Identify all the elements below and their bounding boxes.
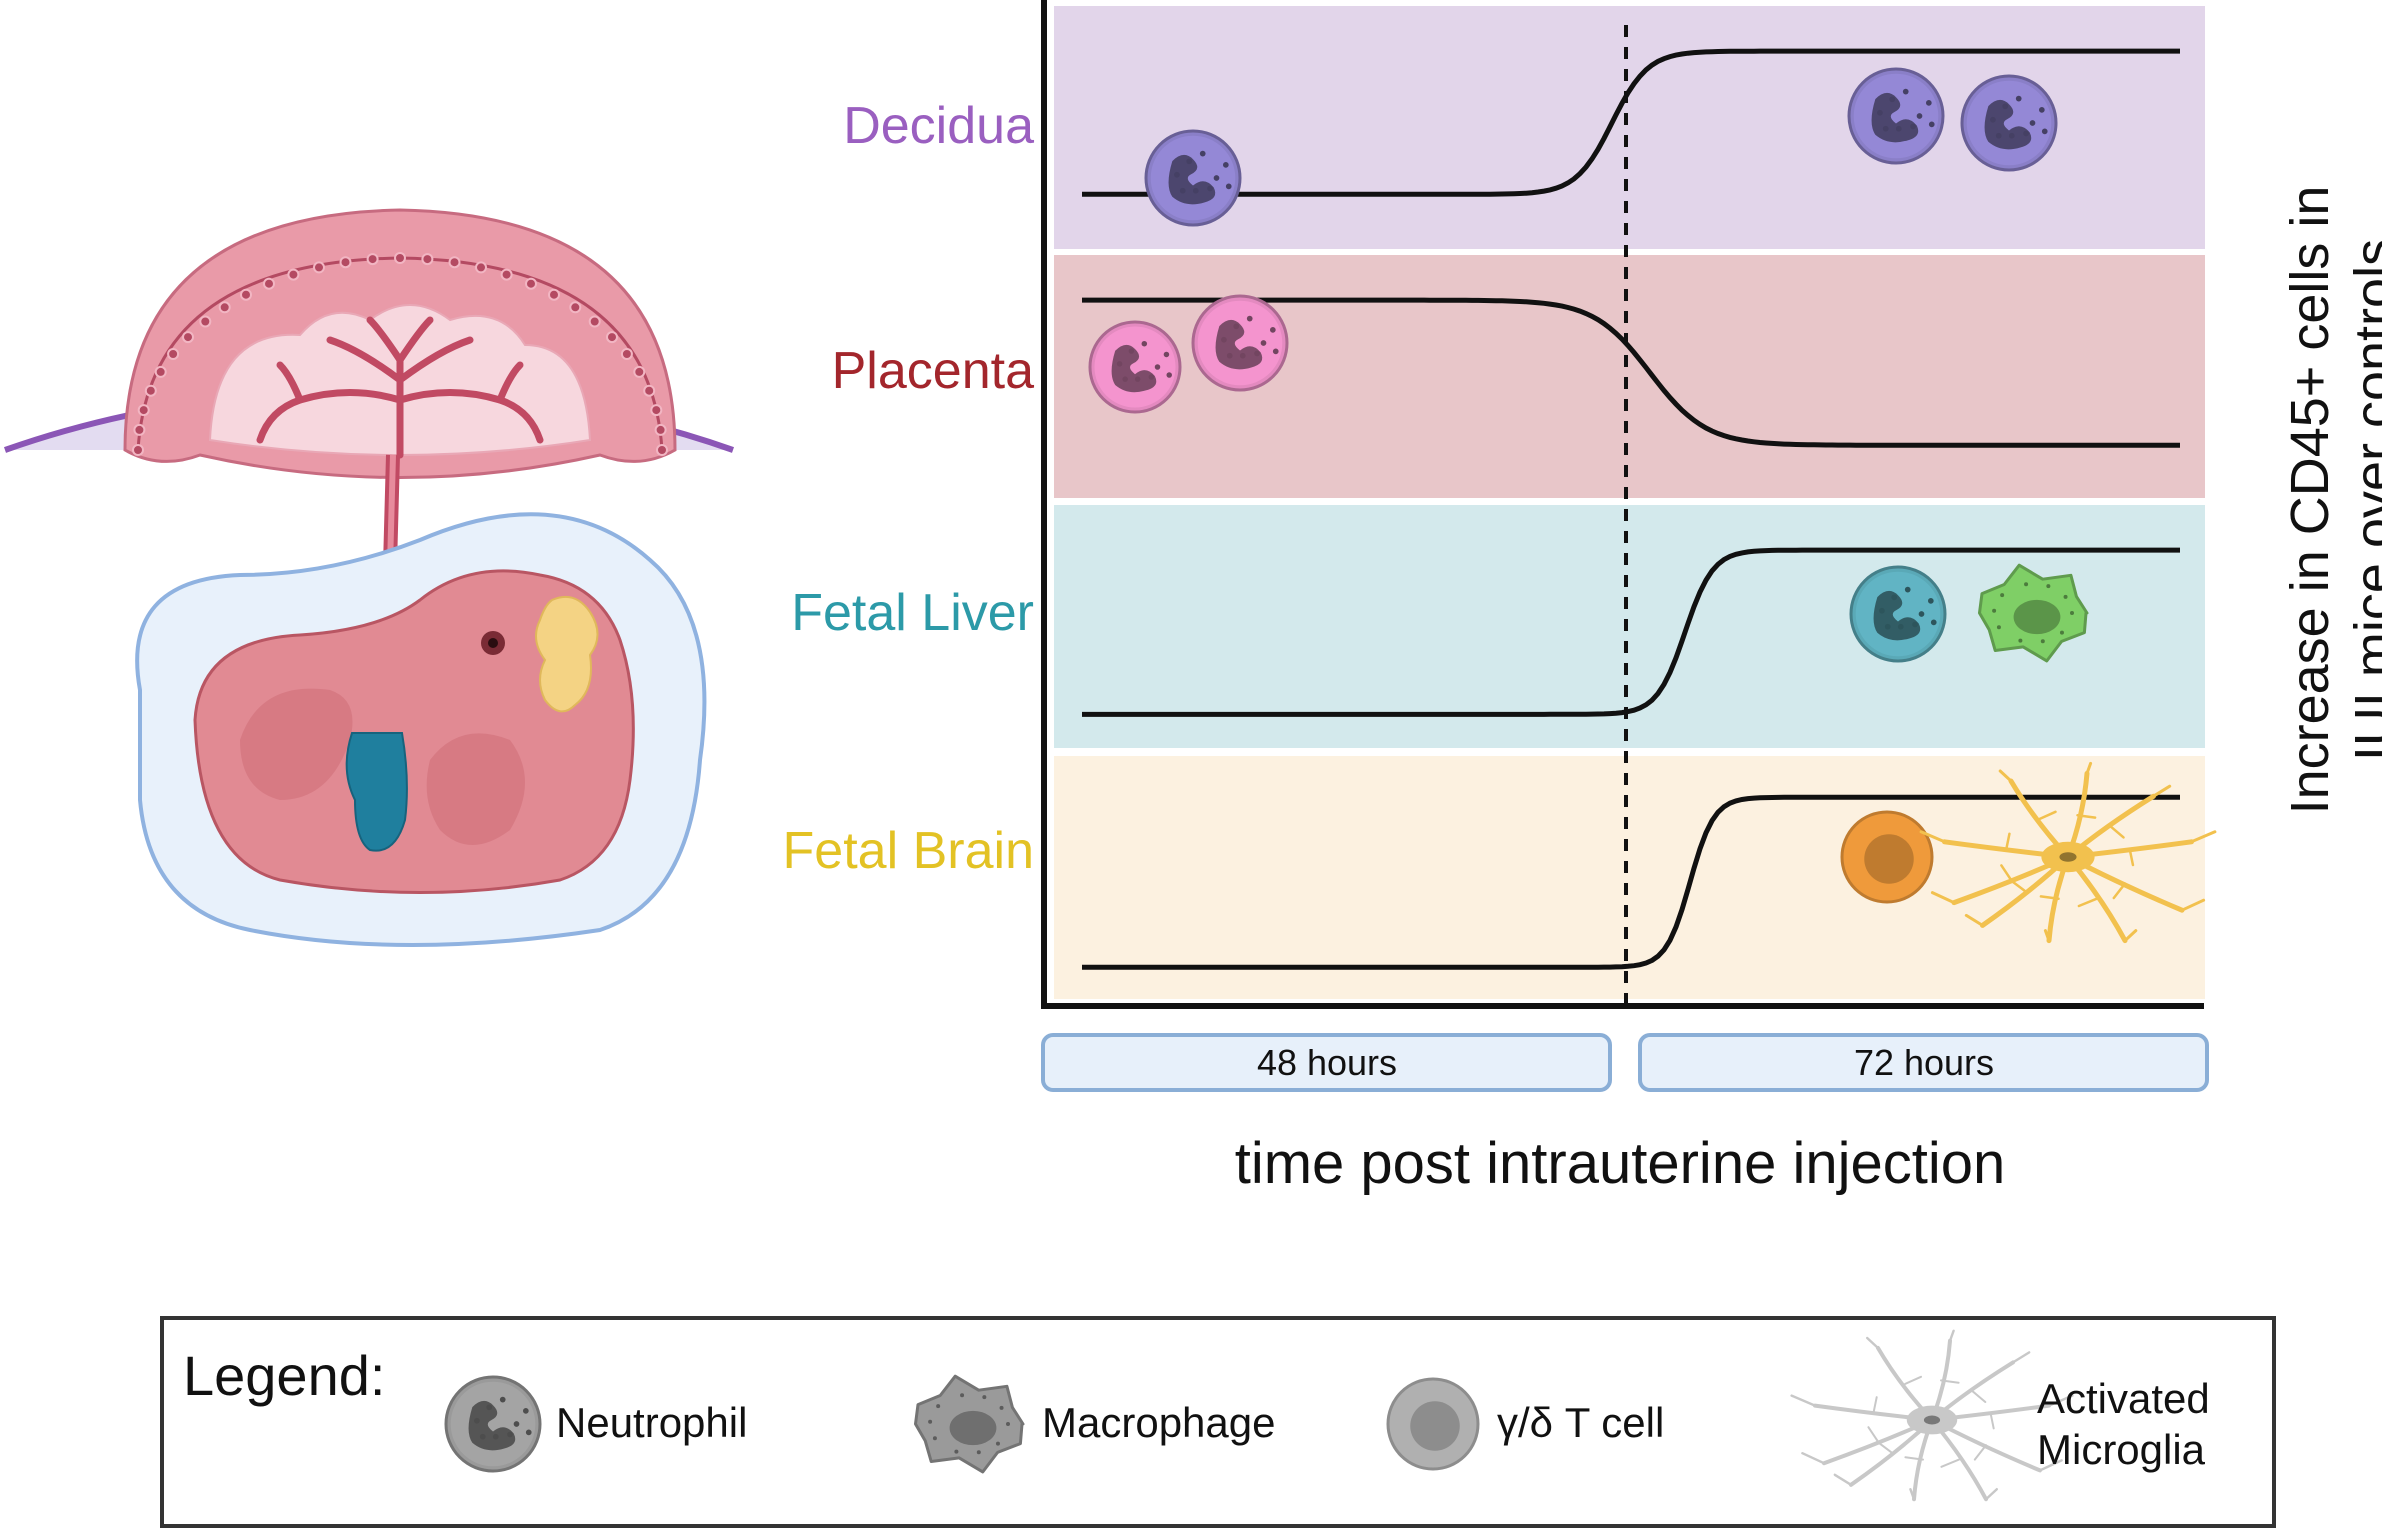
neutrophil-icon [1088, 320, 1182, 414]
legend-microglia-label-2: Microglia [2037, 1426, 2206, 1473]
panel-label: Decidua [843, 97, 1034, 155]
neutrophil-icon [1191, 294, 1289, 392]
trend-line [1082, 297, 2180, 448]
microglia-icon [1790, 1329, 2074, 1502]
legend-macrophage-icon [914, 1374, 1025, 1474]
panel-label: Fetal Liver [791, 584, 1034, 642]
y-axis-label-line1: Increase in CD45+ cells in [2280, 186, 2340, 815]
uterus-embryo-illustration [3, 208, 735, 947]
time-box-48 [1041, 1033, 1612, 1092]
neutrophil-icon [1960, 74, 2058, 172]
legend-tcell-label: γ/δ T cell [1497, 1399, 1664, 1446]
legend-macrophage-label: Macrophage [1042, 1399, 1275, 1446]
t-cell-icon [1840, 810, 1934, 904]
trend-line [1082, 794, 2180, 970]
t-cell-icon [1386, 1377, 1480, 1471]
y-axis-label: Increase in CD45+ cells in IUI mice over… [2280, 186, 2382, 815]
legend: Legend: Neutrophil Macrophage γ/δ T cell… [160, 1316, 2276, 1528]
panel-label: Placenta [832, 342, 1034, 400]
panel-placenta: Placenta [832, 255, 2205, 498]
macrophage-icon [1978, 563, 2089, 663]
legend-microglia-label-1: Activated [2037, 1375, 2210, 1422]
time-box-48-label: 48 hours [1257, 1042, 1397, 1083]
panel-fetal-brain: Fetal Brain [783, 756, 2205, 999]
panel-label: Fetal Brain [783, 822, 1034, 880]
trend-line [1082, 547, 2180, 717]
panel-background [1054, 756, 2205, 999]
legend-neutrophil-label: Neutrophil [556, 1399, 747, 1446]
legend-neutrophil-icon [444, 1375, 542, 1473]
neutrophil-icon [444, 1375, 542, 1473]
x-axis-label: time post intrauterine injection [1235, 1131, 2006, 1196]
legend-tcell-icon [1386, 1377, 1480, 1471]
time-box-72 [1638, 1033, 2209, 1092]
neutrophil-icon [1847, 67, 1945, 165]
legend-microglia-icon [1790, 1329, 2074, 1502]
microglia-icon [1919, 761, 2217, 944]
trend-line [1082, 48, 2180, 197]
y-axis-label-line2: IUI mice over controls [2344, 239, 2382, 761]
macrophage-icon [914, 1374, 1025, 1474]
time-box-72-label: 72 hours [1854, 1042, 1994, 1083]
neutrophil-icon [1849, 565, 1947, 663]
neutrophil-icon [1144, 129, 1242, 227]
time-boxes: 48 hours 72 hours [1041, 1033, 2209, 1092]
legend-title: Legend: [183, 1344, 385, 1407]
